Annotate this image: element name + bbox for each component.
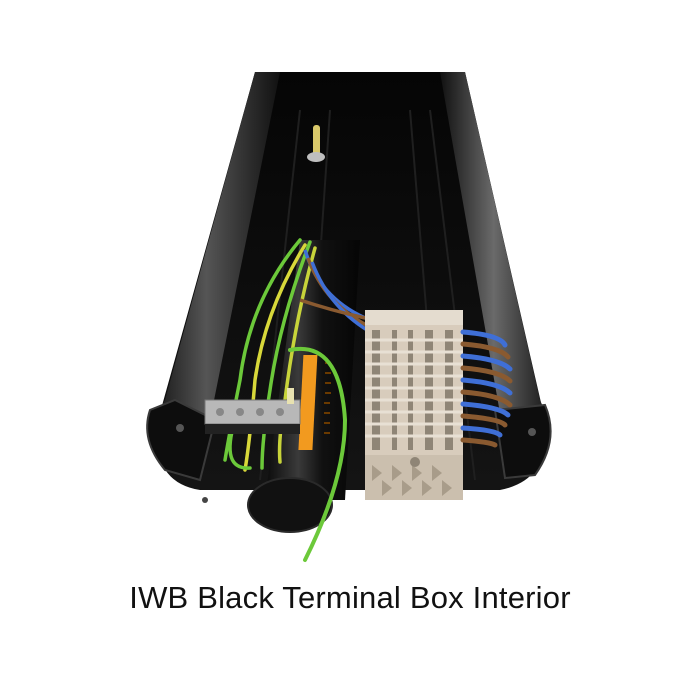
terminal-box-photo: [146, 72, 552, 562]
photo-caption: IWB Black Terminal Box Interior: [129, 580, 571, 615]
earth-stud: [307, 125, 325, 162]
terminal-block-rail: [365, 310, 463, 500]
earth-wires: [223, 238, 348, 562]
marker-strip: [298, 355, 318, 450]
earth-bar: [204, 388, 301, 434]
phase-wires-right: [460, 329, 513, 448]
